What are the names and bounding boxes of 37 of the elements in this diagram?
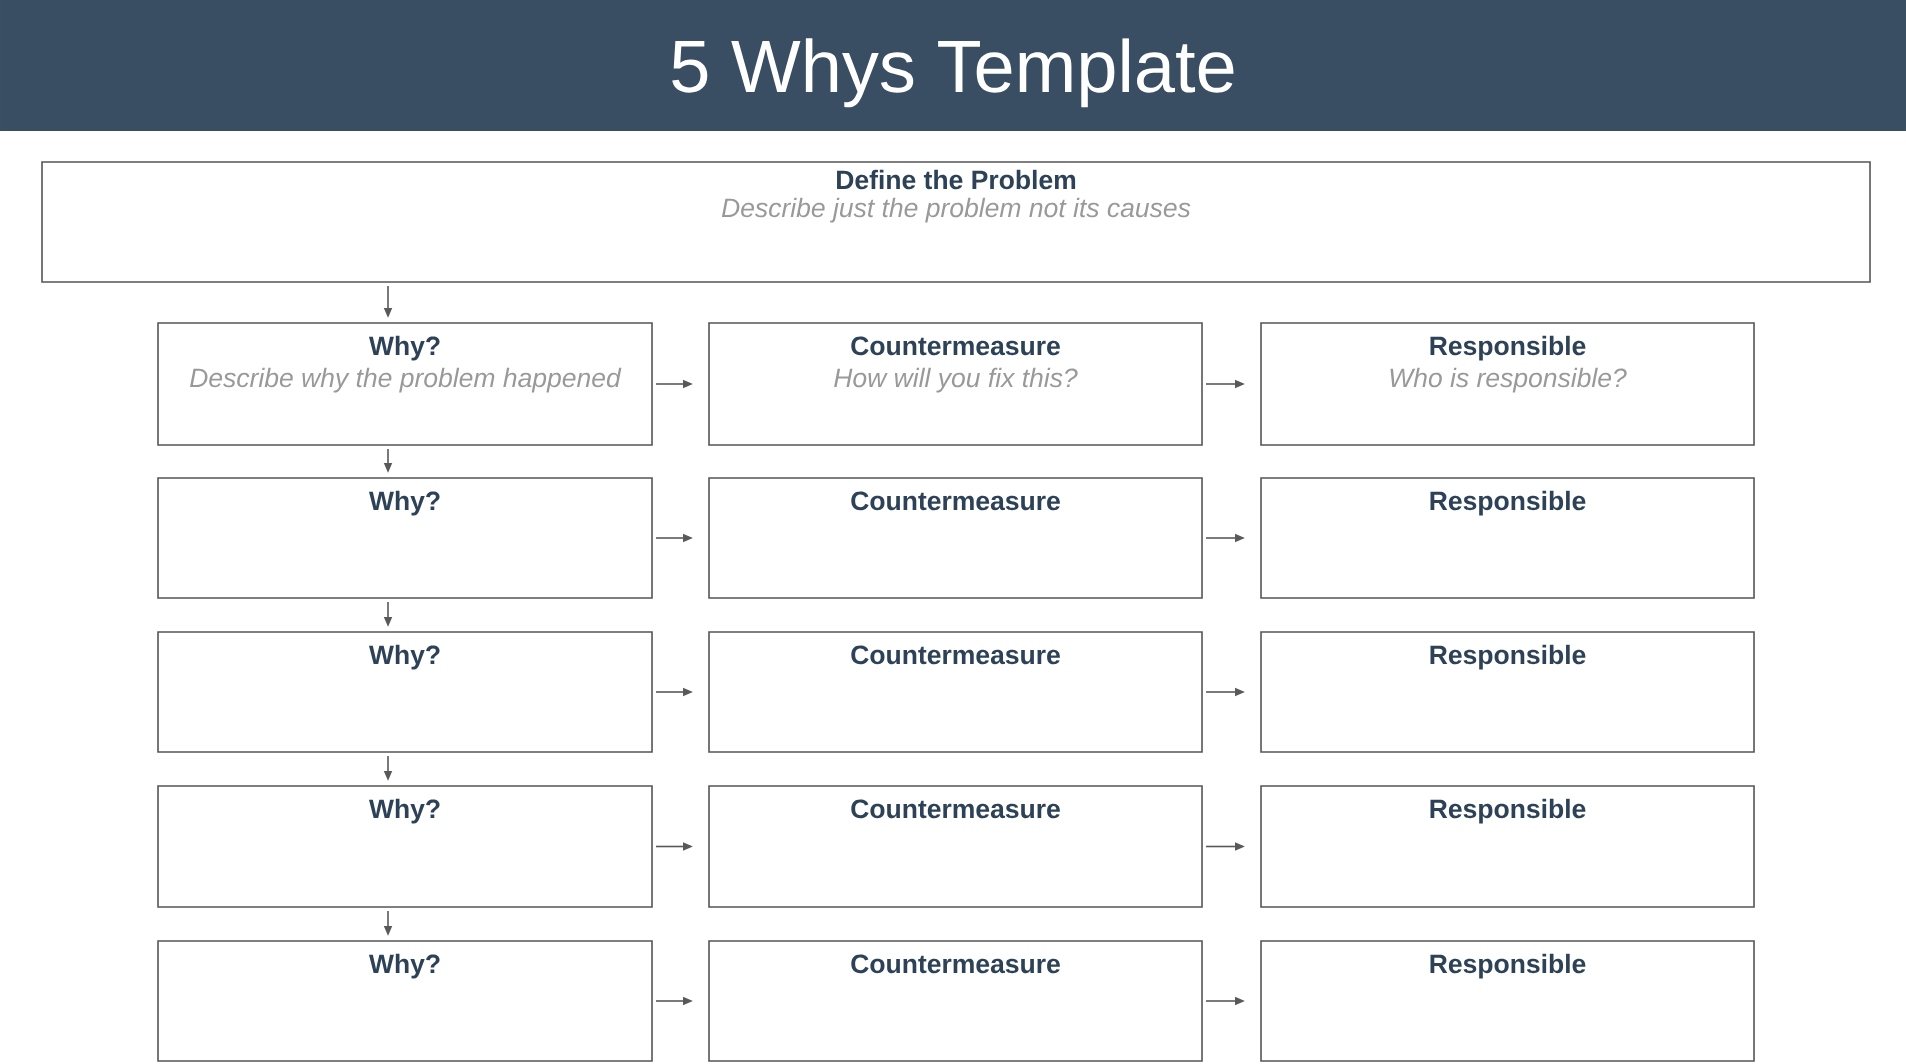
box-heading: Countermeasure bbox=[851, 336, 1060, 356]
why-box bbox=[157, 631, 653, 753]
countermeasure-box bbox=[708, 477, 1203, 599]
countermeasure-box bbox=[708, 631, 1203, 753]
box-heading: Responsible bbox=[1430, 335, 1586, 361]
responsible-box bbox=[1260, 631, 1755, 753]
box-heading: Countermeasure bbox=[851, 799, 1060, 819]
placeholder-text: Describe just the problem not its causes bbox=[721, 197, 1191, 223]
responsible-box bbox=[1260, 322, 1755, 446]
box-heading: Countermeasure bbox=[851, 645, 1060, 665]
countermeasure-box bbox=[708, 940, 1203, 1062]
box-heading: Countermeasure bbox=[851, 954, 1060, 974]
placeholder-text: Who is responsible? bbox=[1390, 367, 1627, 393]
box-heading: Why? bbox=[369, 490, 440, 516]
responsible-box bbox=[1260, 477, 1755, 599]
box-heading: Countermeasure bbox=[851, 491, 1060, 511]
box-heading: Why? bbox=[369, 798, 440, 824]
box-heading: Responsible bbox=[1430, 953, 1586, 979]
box-heading: Responsible bbox=[1430, 490, 1586, 516]
box-heading: Why? bbox=[369, 644, 440, 670]
box-heading: Why? bbox=[369, 335, 440, 361]
placeholder-text: How will you fix this? bbox=[834, 367, 1078, 393]
box-heading: Responsible bbox=[1430, 644, 1586, 670]
why-box bbox=[157, 477, 653, 599]
box-heading: Why? bbox=[369, 953, 440, 979]
responsible-box bbox=[1260, 785, 1755, 908]
placeholder-text: Describe why the problem happened bbox=[190, 367, 622, 393]
countermeasure-box bbox=[708, 322, 1203, 446]
why-box bbox=[157, 322, 653, 446]
box-heading: Define the Problem bbox=[837, 169, 1076, 190]
why-box bbox=[157, 940, 653, 1062]
title: 5 Whys Template bbox=[672, 38, 1234, 108]
why-box bbox=[157, 785, 653, 908]
countermeasure-box bbox=[708, 785, 1203, 908]
responsible-box bbox=[1260, 940, 1755, 1062]
problem-box bbox=[41, 161, 1871, 283]
box-heading: Responsible bbox=[1430, 798, 1586, 824]
